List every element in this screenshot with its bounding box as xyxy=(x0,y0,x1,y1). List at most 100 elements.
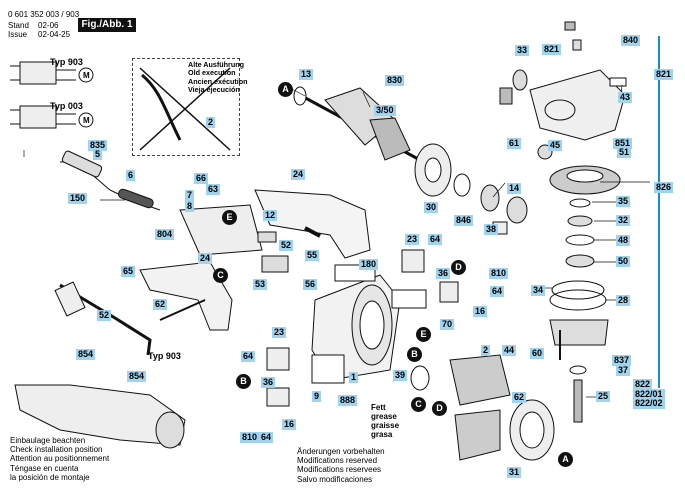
motor-housing-icon xyxy=(311,264,427,384)
part-callout-63: 63 xyxy=(206,184,221,195)
part-callout-23b: 23 xyxy=(272,327,287,338)
part-callout-60: 60 xyxy=(530,348,545,359)
part-callout-53: 53 xyxy=(253,279,268,290)
part-callout-33: 33 xyxy=(515,45,530,56)
part-callout-64b: 64 xyxy=(490,286,505,297)
part-callout-55: 55 xyxy=(305,250,320,261)
part-callout-44: 44 xyxy=(502,345,517,356)
part-callout-2: 2 xyxy=(481,345,491,356)
part-callout-24: 24 xyxy=(291,169,306,180)
part-callout-37: 37 xyxy=(616,365,631,376)
wiring-diagram-icon xyxy=(10,61,94,129)
installed-grinder-icon xyxy=(14,384,186,449)
part-callout-51: 51 xyxy=(617,147,632,158)
part-callout-821: 821 xyxy=(542,44,562,55)
part-callout-31: 31 xyxy=(507,467,522,478)
part-callout-34: 34 xyxy=(531,285,546,296)
part-callout-7: 7 xyxy=(185,190,195,201)
part-callout-888: 888 xyxy=(338,395,358,406)
part-callout-28: 28 xyxy=(616,295,631,306)
part-callout-43: 43 xyxy=(618,92,633,103)
figure-label: Fig./Abb. 1 xyxy=(78,18,136,32)
part-callout-50: 50 xyxy=(616,256,631,267)
part-callout-48: 48 xyxy=(616,235,631,246)
part-callout-38: 38 xyxy=(484,224,499,235)
fan-icon xyxy=(414,143,528,235)
part-callout-1: 1 xyxy=(349,372,359,383)
part-callout-39: 39 xyxy=(393,370,408,381)
part-callout-837: 837 xyxy=(612,355,632,366)
part-callout-32: 32 xyxy=(616,215,631,226)
issue-date: 02-04-25 xyxy=(38,30,71,39)
marker-e-9: E xyxy=(416,327,431,342)
doc-number: 0 601 352 003 / 903 xyxy=(8,10,80,19)
stand-date: 02-06 xyxy=(38,21,59,30)
part-callout-821b: 821 xyxy=(654,69,674,80)
brush-holder-icon xyxy=(266,249,459,407)
part-callout-822-02: 822/02 xyxy=(633,398,665,409)
marker-c-4: C xyxy=(213,268,228,283)
part-callout-13: 13 xyxy=(299,69,314,80)
typ-903-label: Typ 903 xyxy=(50,57,83,67)
typ-003-label: Typ 003 xyxy=(50,101,83,111)
part-callout-64: 64 xyxy=(428,234,443,245)
part-callout-804: 804 xyxy=(155,229,175,240)
part-callout-14: 14 xyxy=(507,183,522,194)
crown-gear-icon xyxy=(537,144,621,195)
part-callout-5: 5 xyxy=(93,149,103,160)
handle-housing-icon xyxy=(179,189,371,273)
part-callout-66: 66 xyxy=(194,173,209,184)
old-execution-part: 2 xyxy=(206,117,216,128)
part-callout-150: 150 xyxy=(68,193,88,204)
part-callout-62b: 62 xyxy=(512,392,527,403)
part-callout-810b: 810 xyxy=(240,432,260,443)
part-callout-64c: 64 xyxy=(241,351,256,362)
part-callout-25: 25 xyxy=(596,391,611,402)
part-callout-35: 35 xyxy=(616,196,631,207)
changes-note: Änderungen vorbehalten Modifications res… xyxy=(297,447,385,484)
old-execution-box xyxy=(132,58,240,156)
marker-b-2: B xyxy=(236,374,251,389)
part-callout-8: 8 xyxy=(185,201,195,212)
gear-head-icon xyxy=(499,21,627,141)
marker-d-6: D xyxy=(451,260,466,275)
part-callout-70: 70 xyxy=(440,319,455,330)
part-callout-52b: 52 xyxy=(97,310,112,321)
marker-a-1: A xyxy=(558,452,573,467)
part-callout-65: 65 xyxy=(121,266,136,277)
side-handle-icon xyxy=(54,281,152,356)
part-callout-61: 61 xyxy=(507,138,522,149)
marker-c-5: C xyxy=(411,397,426,412)
old-execution-cross-icon xyxy=(139,67,231,151)
part-callout-30: 30 xyxy=(424,202,439,213)
part-callout-810: 810 xyxy=(489,268,509,279)
part-callout-24b: 24 xyxy=(198,253,213,264)
part-callout-62: 62 xyxy=(153,299,168,310)
marker-a-0: A xyxy=(278,82,293,97)
part-callout-52: 52 xyxy=(279,240,294,251)
auxiliary-handle-icon xyxy=(139,261,233,331)
field-coil-icon xyxy=(410,354,511,461)
part-callout-36: 36 xyxy=(436,268,451,279)
motor-symbol-label: M xyxy=(83,71,90,80)
leader-lines xyxy=(23,84,650,398)
part-callout-16b: 16 xyxy=(282,419,297,430)
part-callout-822-01: 822/01 xyxy=(633,389,665,400)
issue-label: Issue xyxy=(8,30,28,39)
part-callout-3-50: 3/50 xyxy=(374,105,396,116)
install-note: Einbaulage beachten Check installation p… xyxy=(10,436,110,482)
part-callout-56: 56 xyxy=(303,279,318,290)
part-callout-840: 840 xyxy=(621,35,641,46)
motor-symbol-label-2: M xyxy=(83,116,90,125)
end-cap-icon xyxy=(509,399,555,461)
part-callout-9: 9 xyxy=(312,391,322,402)
marker-b-3: B xyxy=(407,347,422,362)
part-callout-826: 826 xyxy=(654,182,674,193)
part-callout-6: 6 xyxy=(126,170,136,181)
part-callout-854b: 854 xyxy=(127,371,147,382)
part-callout-36b: 36 xyxy=(261,377,276,388)
part-callout-23: 23 xyxy=(405,234,420,245)
part-callout-64d: 64 xyxy=(259,432,274,443)
